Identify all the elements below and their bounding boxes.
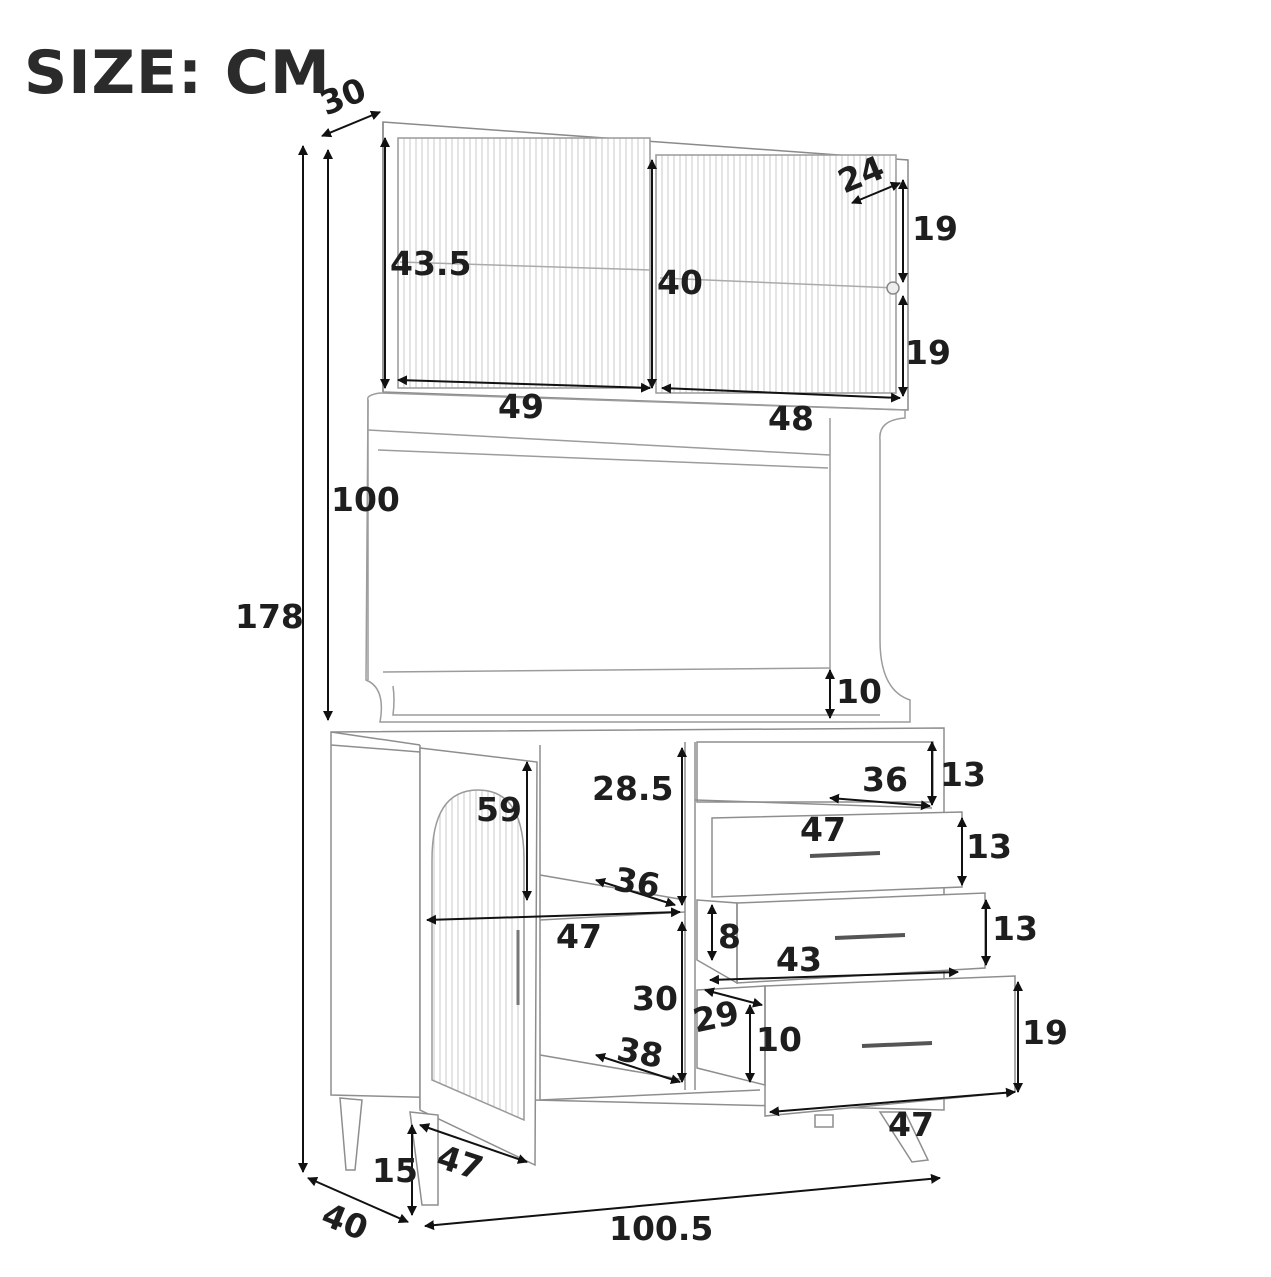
label-drawer-inner-depth: 29 (689, 992, 743, 1041)
label-drawer3-height: 19 (1022, 1013, 1068, 1052)
label-drawer3-width: 47 (888, 1105, 934, 1144)
label-drawer-inner-width: 43 (776, 940, 822, 979)
dimension-lines (298, 110, 1023, 1231)
label-cabinet-upper-height: 28.5 (592, 769, 674, 808)
label-upper-width-right: 48 (768, 399, 814, 438)
label-total-width: 100.5 (609, 1209, 714, 1248)
label-cabinet-bottom-depth: 38 (613, 1029, 666, 1076)
label-drawer3-inner-height: 10 (756, 1020, 802, 1059)
base-cabinet (330, 727, 1016, 1167)
label-leg-height: 15 (372, 1151, 418, 1190)
label-drawer1-height: 13 (966, 827, 1012, 866)
label-upper-shelf-bottom: 19 (905, 333, 951, 372)
diagram-title: SIZE: CM (24, 38, 331, 108)
label-total-height: 178 (235, 597, 304, 636)
hutch-frame (365, 392, 911, 723)
cabinet-legs (339, 1097, 930, 1206)
label-upper-shelf-top: 19 (912, 209, 958, 248)
upper-cabinet (382, 121, 909, 411)
label-hutch-height: 100 (331, 480, 400, 519)
label-cabinet-shelf-depth: 36 (610, 859, 663, 906)
label-open-cubby-height: 13 (940, 755, 986, 794)
label-cabinet-width: 47 (556, 917, 602, 956)
label-upper-height-mid: 40 (657, 263, 703, 302)
label-drawer-inner-height: 8 (718, 917, 741, 956)
label-drawer1-width: 47 (800, 810, 846, 849)
label-upper-height-left: 43.5 (390, 244, 472, 283)
label-backsplash: 10 (836, 672, 882, 711)
label-open-cubby-depth: 36 (862, 760, 908, 799)
label-drawer2-height: 13 (992, 909, 1038, 948)
label-upper-width-left: 49 (498, 387, 544, 426)
label-door-height: 59 (476, 790, 522, 829)
label-cabinet-lower-height: 30 (632, 979, 678, 1018)
